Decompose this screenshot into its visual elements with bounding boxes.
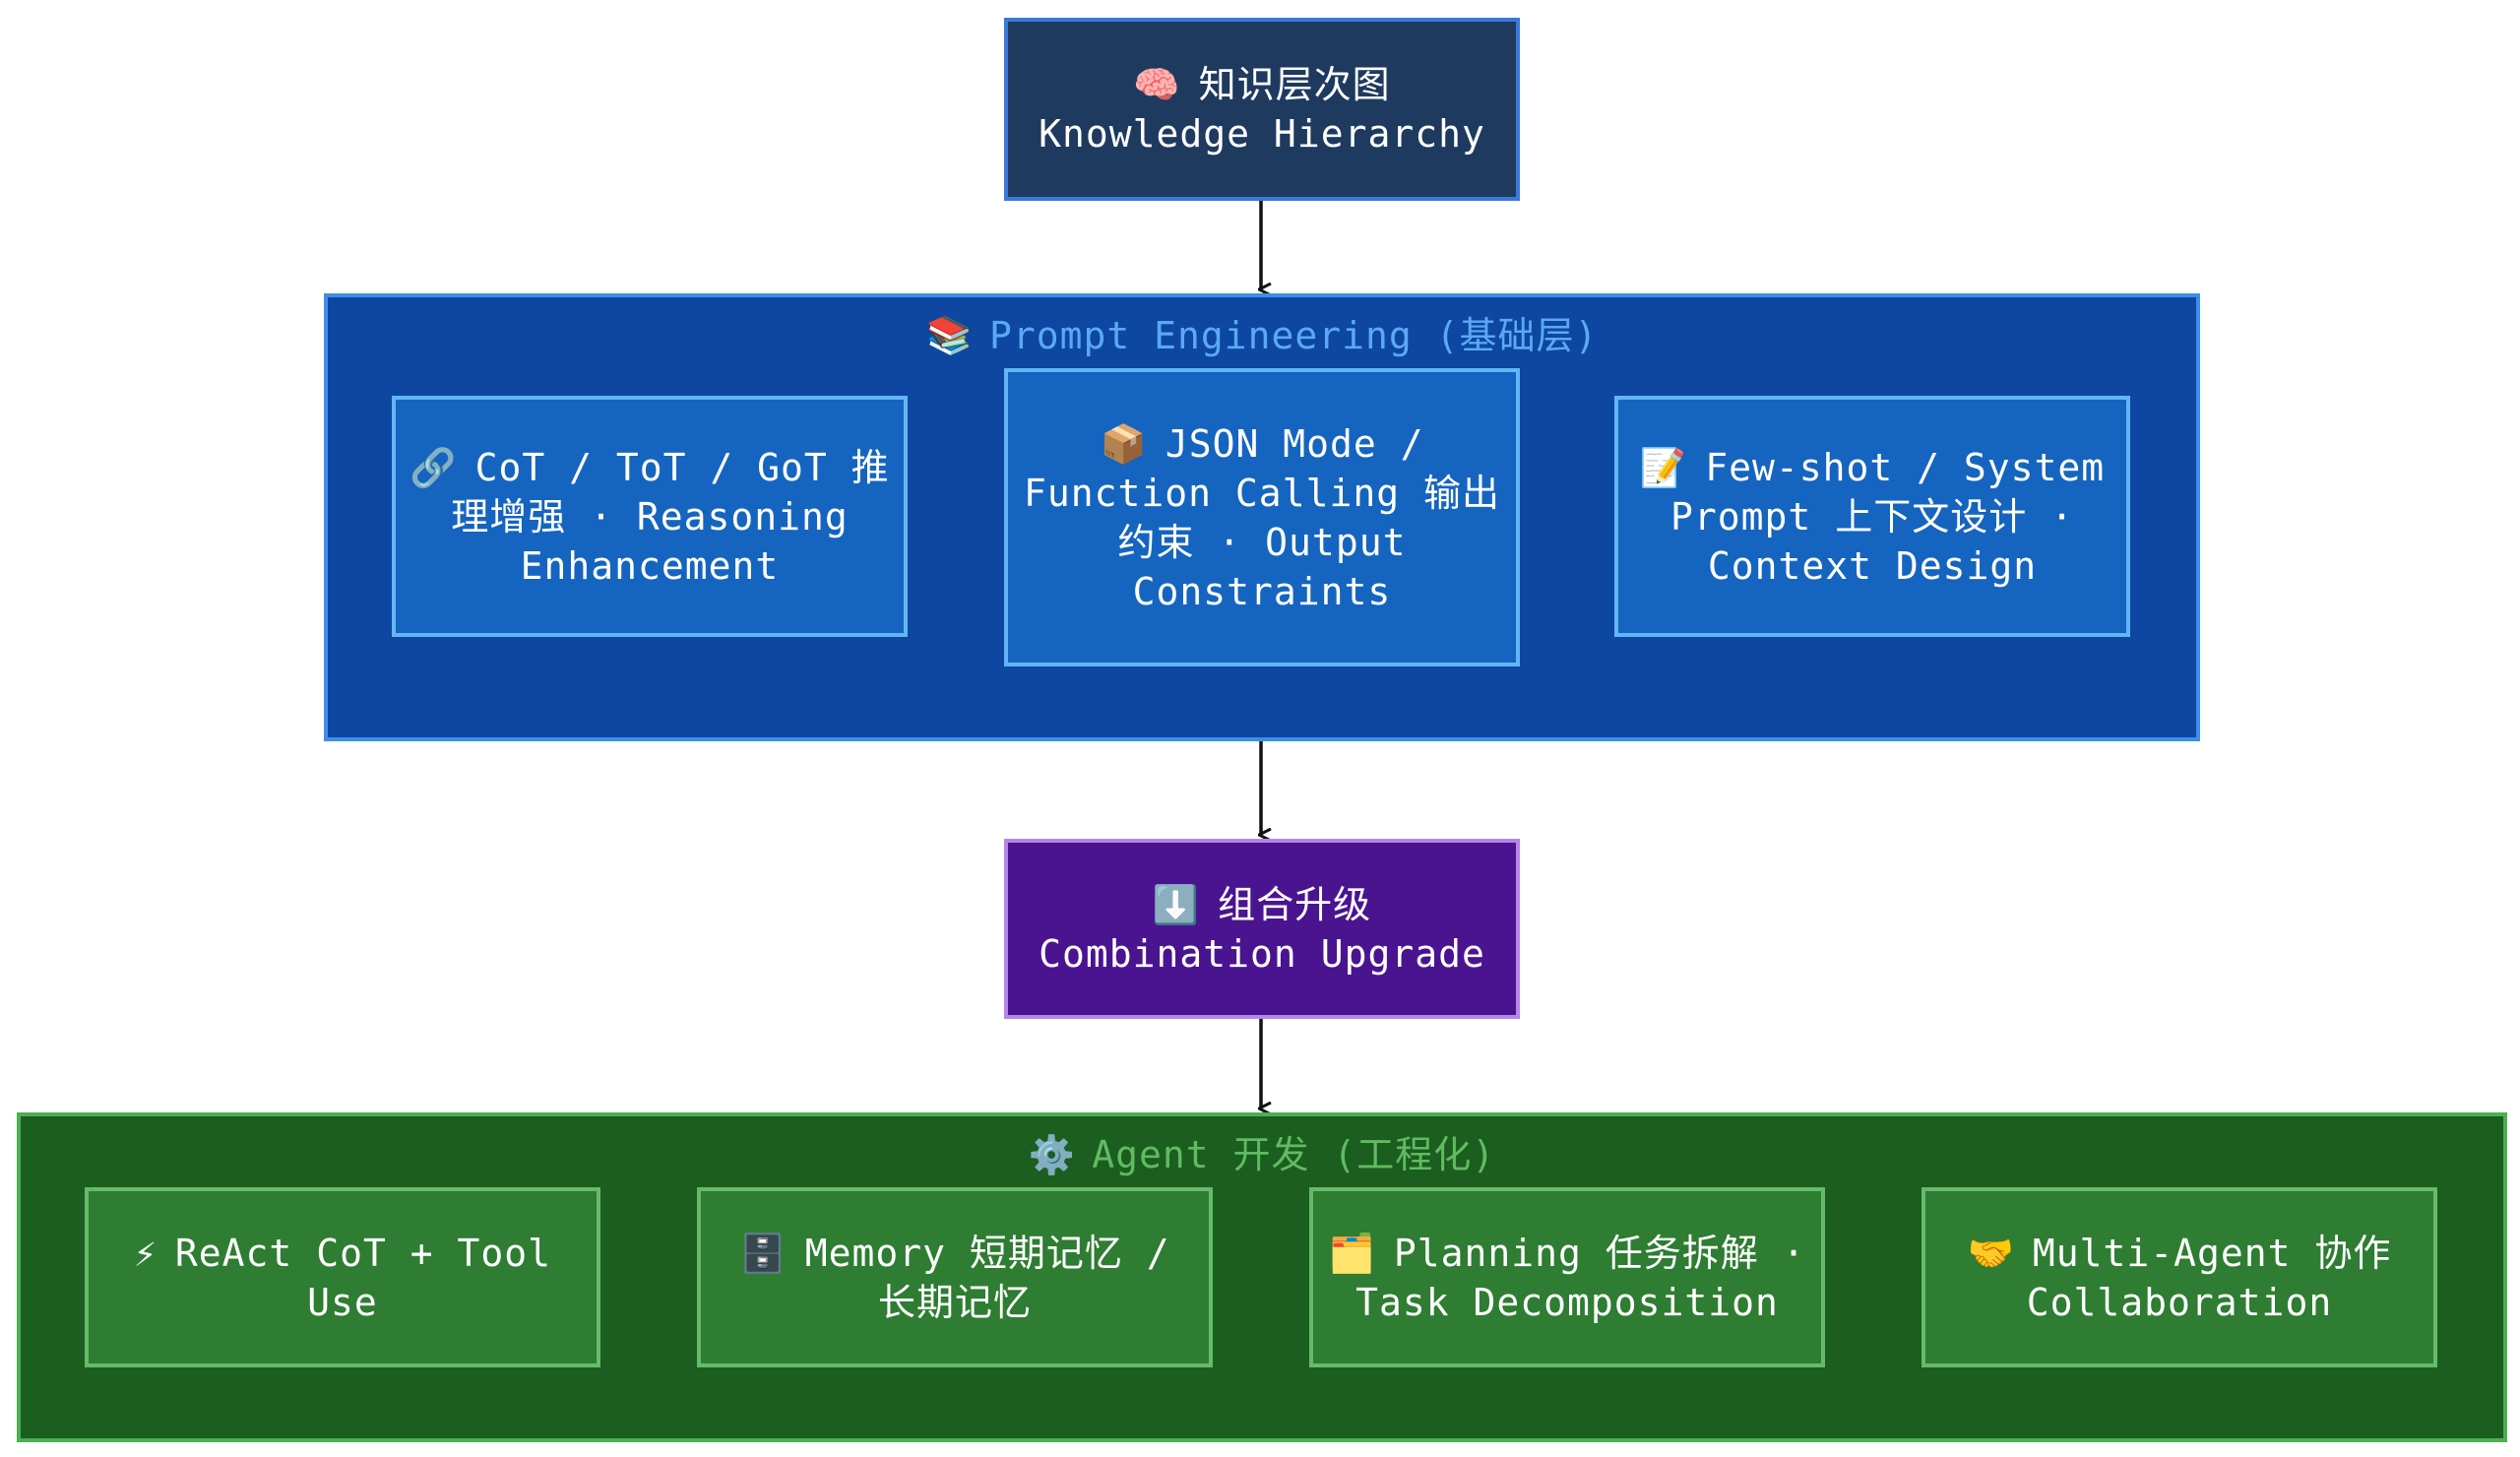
memo-icon: 📝	[1639, 445, 1688, 489]
agent-development-title: ⚙️ Agent 开发 (工程化)	[21, 1124, 2503, 1178]
reasoning-enhancement-card: 🔗CoT / ToT / GoT 推理增强 · Reasoning Enhanc…	[392, 396, 908, 637]
memory-card: 🗄️ Memory 短期记忆 / 长期记忆	[697, 1187, 1213, 1367]
react-label: ReAct CoT + Tool Use	[174, 1231, 551, 1324]
context-design-label: Few-shot / System Prompt 上下文设计 · Context…	[1670, 445, 2106, 588]
multi-agent-card: 🤝Multi-Agent 协作 Collaboration	[1922, 1187, 2437, 1367]
prompt-engineering-title-text: Prompt Engineering (基础层)	[988, 314, 1599, 357]
output-constraints-card: 📦JSON Mode / Function Calling 输出约束 · Out…	[1004, 368, 1520, 666]
planning-card: 🗂️Planning 任务拆解 · Task Decomposition	[1309, 1187, 1825, 1367]
card-index-dividers-icon: 🗂️	[1328, 1231, 1376, 1275]
combination-upgrade-label: 组合升级 Combination Upgrade	[1039, 882, 1485, 976]
multi-agent-label: Multi-Agent 协作 Collaboration	[2026, 1231, 2392, 1324]
combination-upgrade-node: ⬇️组合升级 Combination Upgrade	[1004, 839, 1520, 1019]
reasoning-enhancement-label: CoT / ToT / GoT 推理增强 · Reasoning Enhance…	[451, 445, 890, 588]
brain-icon: 🧠	[1133, 63, 1181, 106]
link-icon: 🔗	[410, 445, 458, 489]
package-icon: 📦	[1100, 421, 1148, 466]
gear-icon: ⚙️	[1028, 1133, 1077, 1176]
knowledge-hierarchy-node: 🧠知识层次图 Knowledge Hierarchy	[1004, 18, 1520, 201]
prompt-engineering-title: 📚 Prompt Engineering (基础层)	[328, 305, 2196, 359]
handshake-icon: 🤝	[1967, 1231, 2015, 1275]
planning-label: Planning 任务拆解 · Task Decomposition	[1355, 1231, 1806, 1324]
agent-development-title-text: Agent 开发 (工程化)	[1092, 1133, 1496, 1176]
lightning-icon: ⚡	[134, 1231, 158, 1275]
knowledge-hierarchy-label: 知识层次图 Knowledge Hierarchy	[1039, 63, 1485, 156]
down-arrow-icon: ⬇️	[1152, 882, 1201, 926]
context-design-card: 📝Few-shot / System Prompt 上下文设计 · Contex…	[1614, 396, 2130, 637]
memory-label: Memory 短期记忆 / 长期记忆	[804, 1231, 1170, 1324]
file-cabinet-icon: 🗄️	[739, 1231, 788, 1275]
react-card: ⚡ ReAct CoT + Tool Use	[85, 1187, 600, 1367]
output-constraints-label: JSON Mode / Function Calling 输出约束 · Outp…	[1024, 421, 1500, 613]
books-icon: 📚	[925, 314, 974, 357]
